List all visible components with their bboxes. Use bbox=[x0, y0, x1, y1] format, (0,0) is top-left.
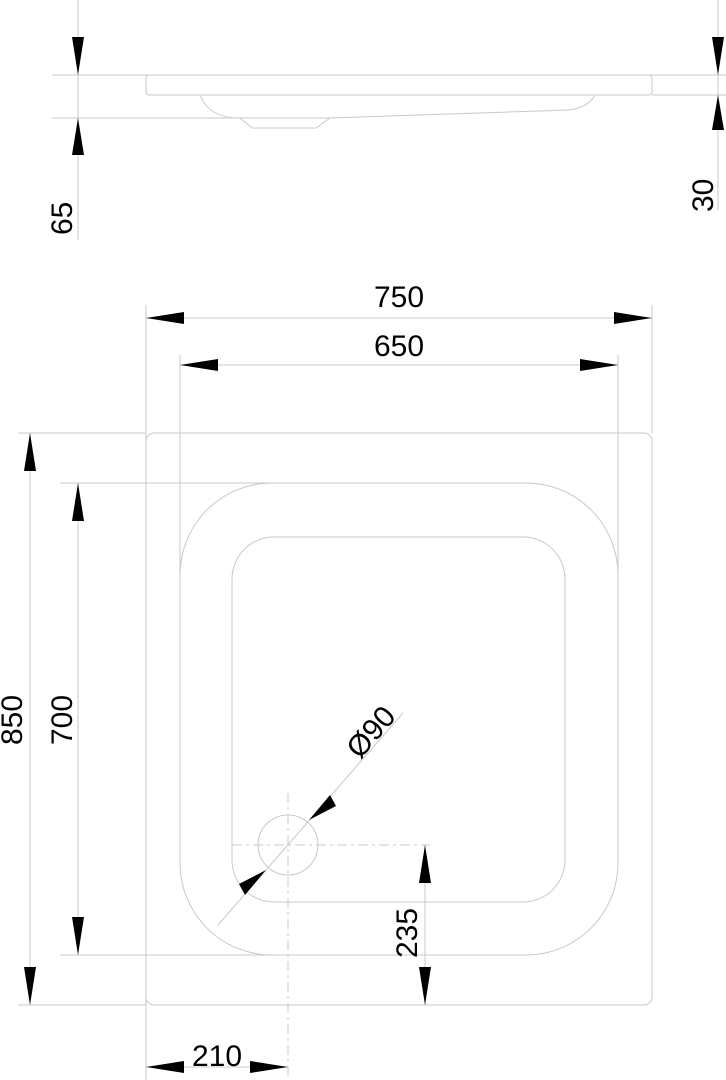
side-view: 65 30 bbox=[46, 0, 726, 240]
tray-floor bbox=[231, 536, 566, 903]
tray-outline bbox=[145, 432, 653, 1006]
dim-outer-length: 850 bbox=[0, 695, 29, 745]
dim-inner-length: 700 bbox=[46, 695, 79, 745]
dim-drain-from-left: 210 bbox=[192, 1040, 242, 1073]
dim-outer-width: 750 bbox=[374, 281, 424, 314]
plan-view: 750 650 850 700 Ø90 235 210 bbox=[0, 281, 653, 1080]
tray-basin bbox=[179, 482, 619, 956]
dim-rim-height: 30 bbox=[687, 179, 720, 212]
dim-drain-diameter: Ø90 bbox=[340, 700, 402, 764]
tray-basin-side bbox=[199, 94, 596, 119]
dim-inner-width: 650 bbox=[374, 330, 424, 363]
dim-drain-from-bottom: 235 bbox=[391, 908, 424, 958]
drain-side bbox=[239, 117, 331, 129]
dim-total-height: 65 bbox=[46, 202, 79, 235]
tray-rim-side bbox=[145, 74, 653, 96]
